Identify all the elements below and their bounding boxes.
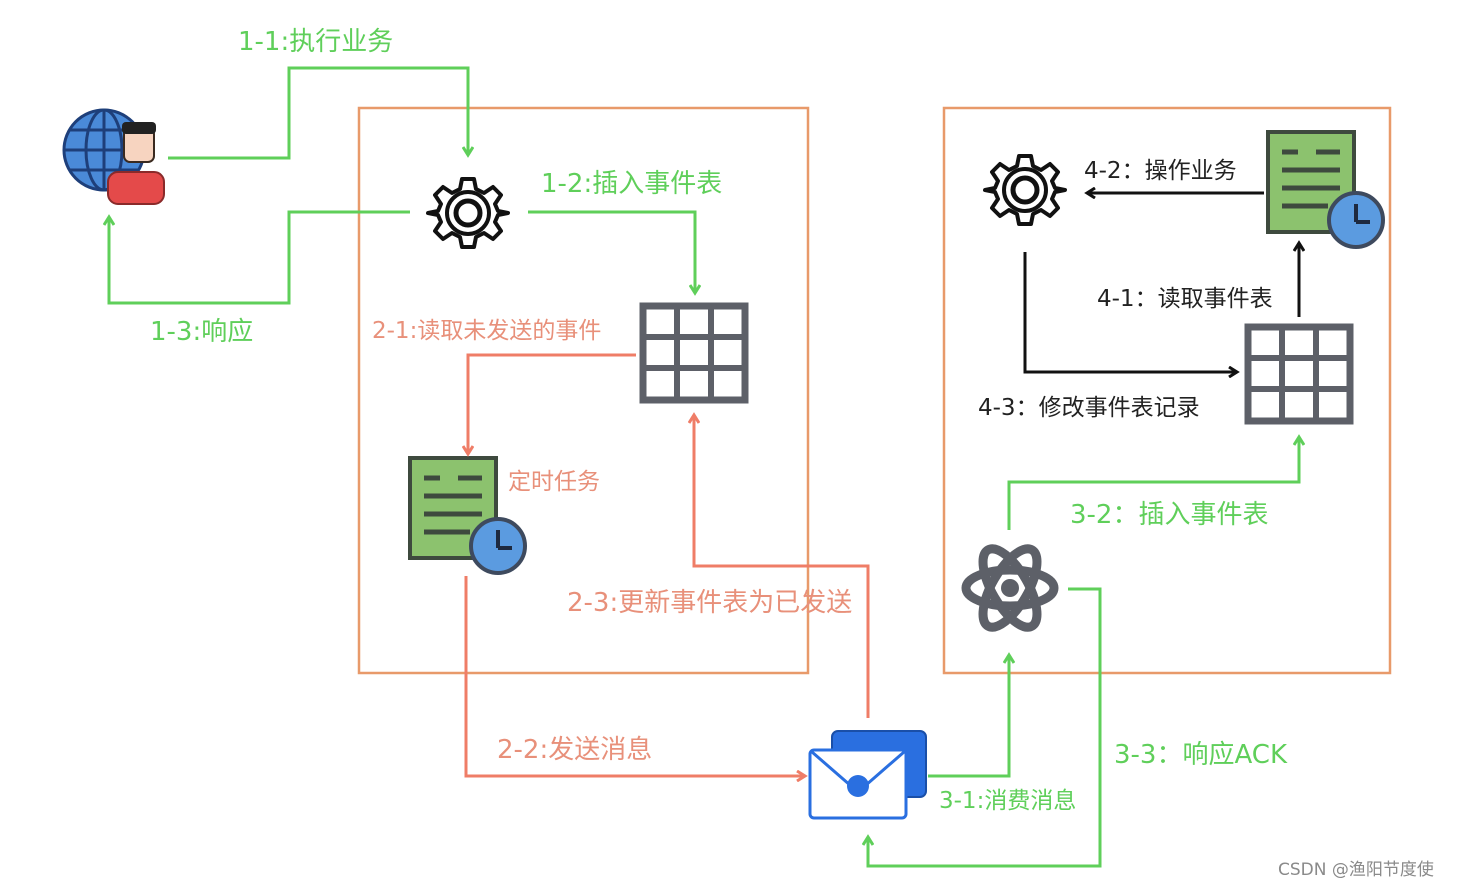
label-3-1: 3-1:消费消息 <box>939 788 1076 814</box>
service-b-box <box>942 106 1392 675</box>
arrow-1-1 <box>168 66 468 160</box>
label-4-1: 4-1：读取事件表 <box>1097 286 1273 312</box>
gear-icon <box>428 179 508 247</box>
scheduled-doc-icon <box>1268 132 1383 247</box>
arrow-3-3 <box>868 587 1102 868</box>
label-2-2: 2-2:发送消息 <box>497 735 652 765</box>
table-grid-icon <box>643 306 745 400</box>
label-1-3: 1-3:响应 <box>150 317 253 347</box>
user-globe-icon <box>62 108 165 205</box>
table-grid-icon <box>1248 327 1350 421</box>
arrow-2-3 <box>694 416 870 718</box>
envelope-icon <box>808 730 927 820</box>
arrow-2-2 <box>464 576 804 776</box>
arrow-2-1 <box>468 353 636 453</box>
atom-icon <box>961 544 1059 632</box>
arrow-4-3 <box>1023 252 1236 372</box>
label-timer: 定时任务 <box>508 469 600 495</box>
label-4-3: 4-3：修改事件表记录 <box>978 395 1200 421</box>
watermark: CSDN @渔阳节度使 <box>1278 859 1434 880</box>
service-a-box <box>357 106 810 675</box>
label-2-3: 2-3:更新事件表为已发送 <box>567 588 852 618</box>
arrow-3-1 <box>928 656 1009 778</box>
arrow-1-2 <box>528 210 695 292</box>
arrow-1-3 <box>109 210 410 305</box>
label-3-2: 3-2：插入事件表 <box>1070 500 1268 530</box>
label-2-1: 2-1:读取未发送的事件 <box>372 318 601 344</box>
label-1-1: 1-1:执行业务 <box>238 27 393 57</box>
gear-icon <box>985 156 1065 224</box>
label-1-2: 1-2:插入事件表 <box>541 169 722 199</box>
label-3-3: 3-3：响应ACK <box>1114 740 1288 770</box>
label-4-2: 4-2：操作业务 <box>1084 158 1237 184</box>
arrow-3-2 <box>1007 438 1299 530</box>
